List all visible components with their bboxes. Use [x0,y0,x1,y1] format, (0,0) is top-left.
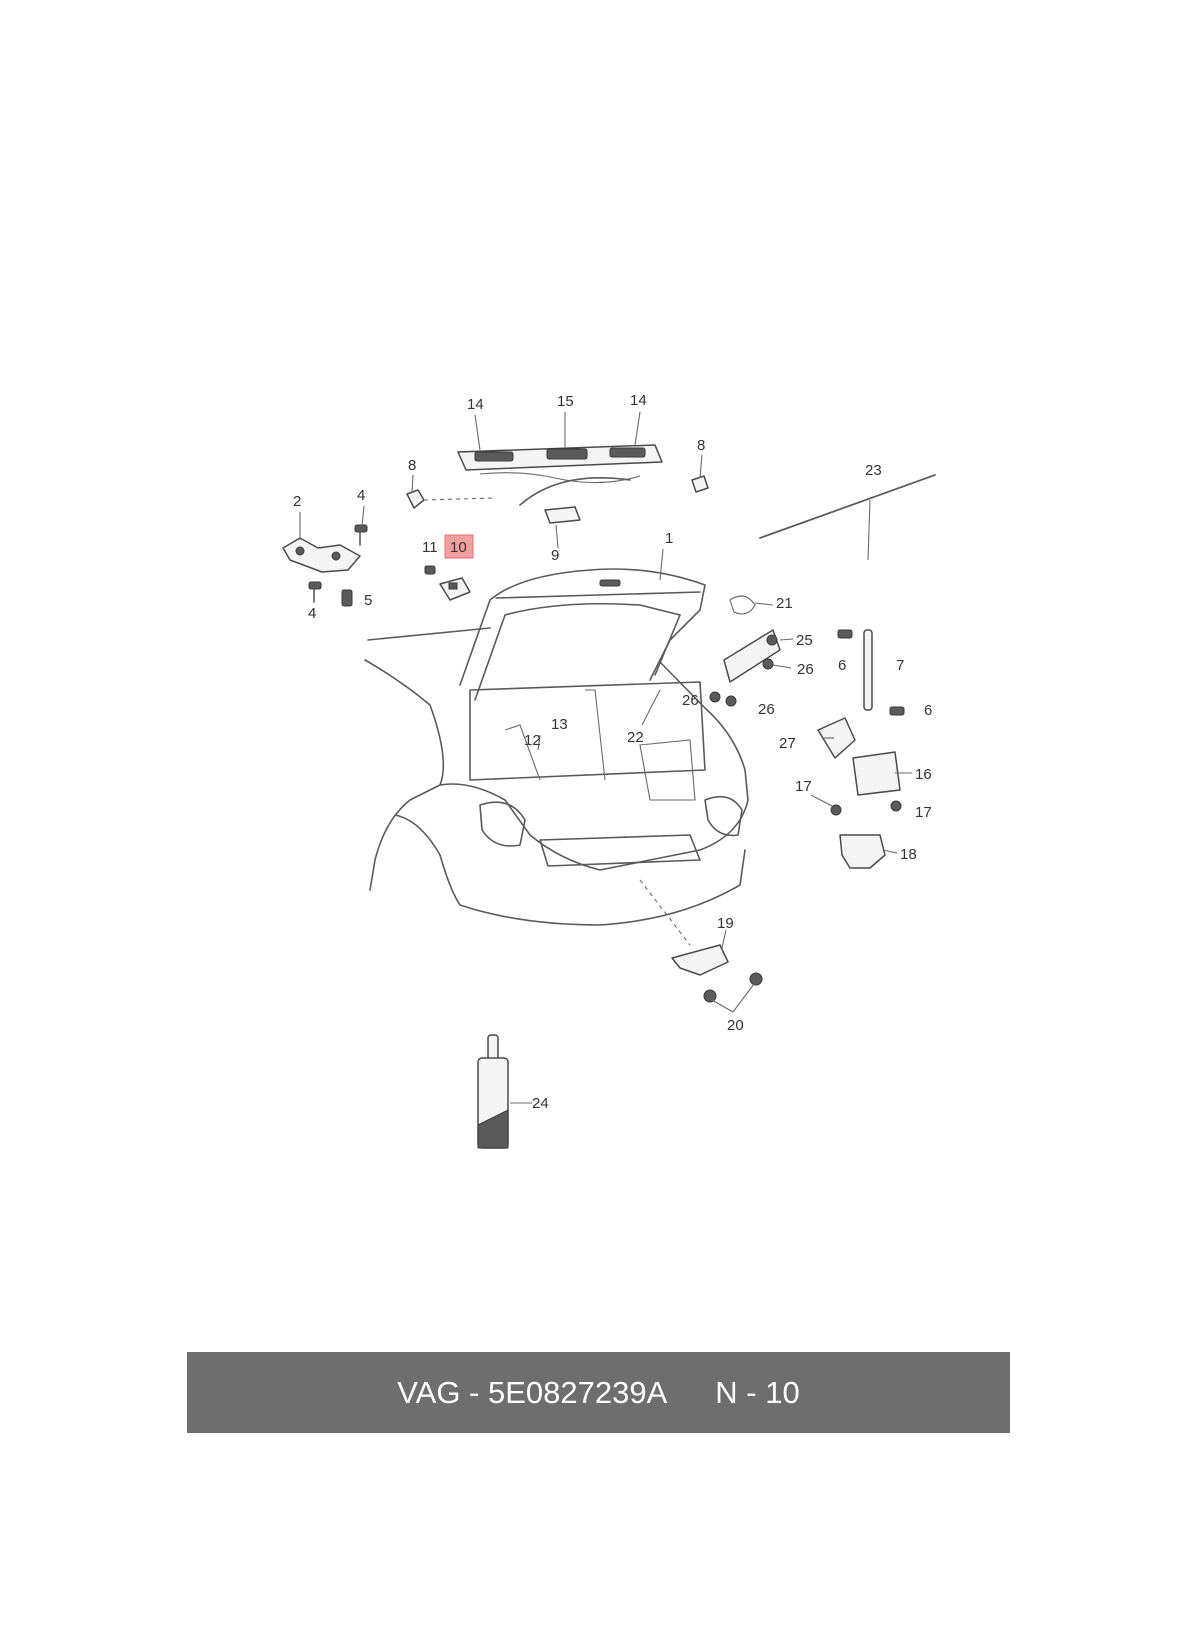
callout-label: 4 [357,487,365,504]
callout-label: 14 [467,396,484,413]
callout-label: 21 [776,595,793,612]
bolt-parts [308,524,368,607]
callout-label: 6 [838,657,846,674]
callout-label: 24 [532,1095,549,1112]
hinge-bracket-part [282,537,361,573]
callout-label: 1 [665,530,673,547]
callout-label: 8 [697,437,705,454]
callout-label: 9 [551,547,559,564]
callout-label: 6 [924,702,932,719]
callout-label-highlighted: 10 [450,539,467,556]
callout-label: 18 [900,846,917,863]
callout-label: 7 [896,657,904,674]
callout-label: 2 [293,493,301,510]
callout-label: 26 [797,661,814,678]
lock-unit-part [709,595,781,707]
gas-strut-part [837,629,905,716]
callout-label: 12 [524,732,541,749]
plug-parts [406,475,709,509]
callout-label: 17 [795,778,812,795]
callout-label: 5 [364,592,372,609]
tailgate-switch-part [424,565,471,601]
callout-labels: 1 2 4 4 5 6 6 7 8 8 9 10 11 12 13 14 14 … [293,392,932,1112]
callout-label: 15 [557,393,574,410]
car-body-outline [364,627,749,926]
trim-strip-part [457,444,663,484]
handle-part [519,477,631,524]
callout-label: 17 [915,804,932,821]
callout-label: 20 [727,1017,744,1034]
callout-label: 4 [308,605,316,622]
lock-mechanism-part [817,717,902,869]
seal-strip-part [759,474,936,539]
diagram-position: N - 10 [715,1374,800,1410]
callout-label: 22 [627,729,644,746]
callout-label: 23 [865,462,882,479]
callout-label: 13 [551,716,568,733]
tailgate-part [459,568,706,701]
leader-lines [299,411,912,1104]
callout-label: 11 [422,539,438,556]
part-number: VAG - 5E0827239A [397,1374,668,1410]
callout-label: 26 [682,692,699,709]
callout-label: 16 [915,766,932,783]
callout-label: 25 [796,632,813,649]
callout-label: 26 [758,701,775,718]
part-number-banner: VAG - 5E0827239A N - 10 [187,1352,1010,1433]
callout-label: 27 [779,735,796,752]
callout-label: 19 [717,915,734,932]
grease-tube-part [477,1034,509,1149]
callout-label: 8 [408,457,416,474]
highlight-box [444,534,474,559]
striker-part [639,879,763,1003]
callout-label: 14 [630,392,647,409]
